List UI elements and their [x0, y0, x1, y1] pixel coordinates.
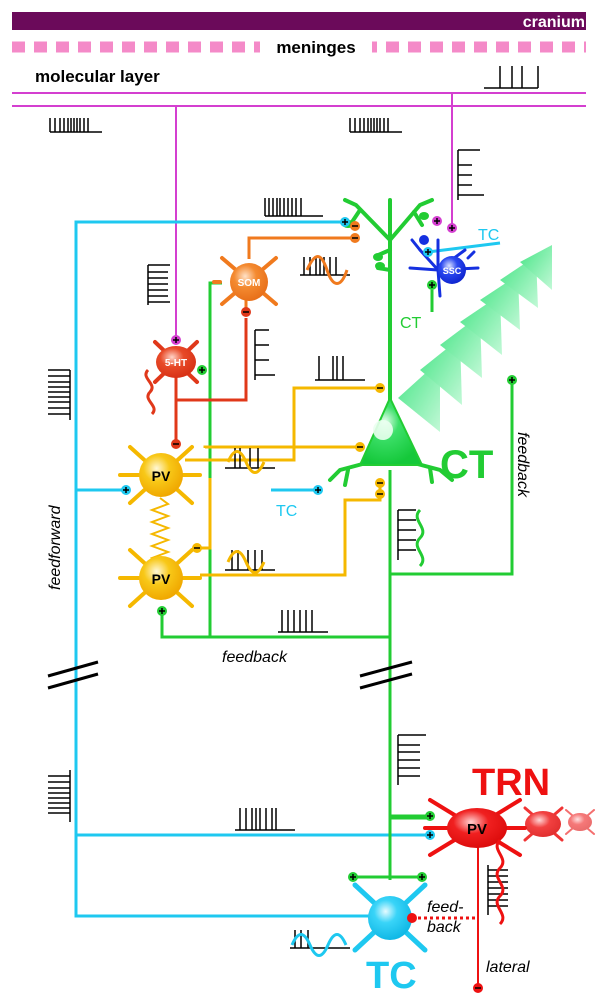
pv-neuron-top: PV: [118, 445, 202, 505]
lateral-label: lateral: [486, 959, 530, 976]
feedback-tc-label-2: back: [427, 919, 462, 936]
ssc-neuron: SSC: [408, 238, 480, 298]
feedback-bottom-label: feedback: [222, 649, 288, 666]
axis-breaks: [47, 660, 413, 690]
feedforward-label: feedforward: [47, 504, 64, 590]
cranium-layer: cranium: [12, 12, 586, 31]
trn-axons: [412, 830, 479, 988]
trn-pv-label: PV: [467, 821, 487, 838]
molecular-layer: molecular layer: [12, 67, 586, 107]
som-label: SOM: [238, 278, 261, 289]
molecular-layer-label: molecular layer: [35, 67, 160, 86]
tc-neuron: [352, 882, 428, 953]
som-neuron: SOM: [212, 256, 278, 306]
oscillation-waves: [144, 255, 505, 957]
pv-top-label: PV: [152, 468, 171, 484]
ct-label: CT: [440, 443, 493, 487]
feedback-right-label: feedback: [514, 432, 531, 498]
spike-trains: [48, 66, 539, 949]
trn-neuron: PV: [423, 798, 595, 857]
tc-feedforward-axon: [74, 220, 501, 918]
ct-neuron: [328, 198, 454, 487]
ct-small-label: CT: [400, 315, 422, 332]
cranium-label: cranium: [523, 14, 585, 31]
trn-label: TRN: [472, 762, 550, 804]
ht5-label: 5-HT: [165, 358, 187, 369]
feedback-tc-label-1: feed-: [427, 899, 463, 916]
synapse-signs: [123, 218, 515, 989]
pv-inhibitory-axons: [185, 386, 382, 577]
tc-input-ct-label: TC: [276, 503, 297, 520]
pv-gap-junction: [149, 497, 171, 565]
ht5-neuron: 5-HT: [153, 340, 199, 384]
meninges-layer: meninges: [12, 38, 586, 57]
pv-neuron-bottom: PV: [118, 548, 202, 608]
tc-label: TC: [366, 955, 417, 996]
meninges-label: meninges: [276, 38, 355, 57]
pv-bottom-label: PV: [152, 571, 171, 587]
ssc-label: SSC: [443, 266, 462, 276]
tc-input-top-label: TC: [478, 227, 499, 244]
ct-traveling-wave: [398, 245, 552, 432]
